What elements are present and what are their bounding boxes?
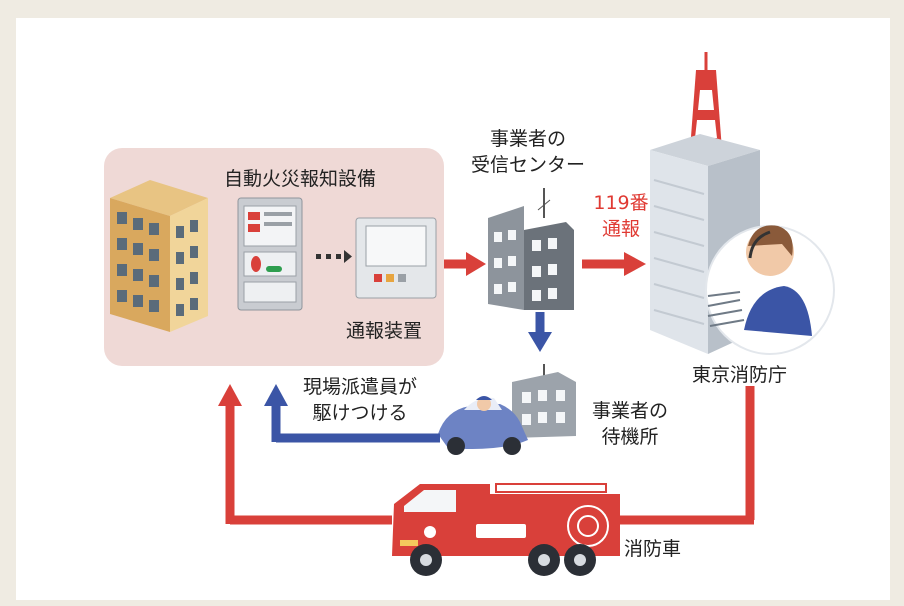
label-notification-device: 通報装置 (346, 320, 423, 342)
building-icon (110, 180, 208, 332)
patrol-car-icon (438, 396, 528, 455)
arrow-center-to-standby (528, 312, 552, 352)
arrow-staff-to-zone (264, 384, 440, 443)
label-operator-center: 事業者の 受信センター (468, 126, 588, 178)
operator-center-building-icon (488, 188, 574, 310)
label-operator-standby-line2: 待機所 (601, 426, 659, 448)
fire-truck-icon (392, 483, 620, 576)
fire-department-tower-icon (650, 52, 835, 355)
arrow-fire-truck-return (218, 384, 755, 525)
fire-alarm-panel-icon (237, 197, 303, 311)
label-tokyo-fire-dept: 東京消防庁 (692, 364, 788, 386)
label-operator-center-line1: 事業者の (489, 128, 566, 150)
dotted-arrow (316, 250, 352, 263)
label-119-call-line2: 通報 (601, 218, 640, 240)
label-field-staff-line1: 現場派遣員が (302, 376, 417, 398)
label-alarm-equipment: 自動火災報知設備 (224, 168, 377, 190)
arrow-center-to-fire-dept (582, 252, 646, 276)
arrow-zone-to-center (444, 252, 486, 276)
label-operator-standby-line1: 事業者の (591, 400, 668, 422)
notification-device-icon (355, 217, 437, 299)
label-field-staff-line2: 駆けつける (312, 402, 408, 424)
label-fire-truck: 消防車 (624, 538, 682, 560)
label-119-call: 119番 通報 (592, 190, 650, 242)
label-119-call-line1: 119番 (593, 192, 649, 214)
label-operator-standby: 事業者の 待機所 (584, 398, 676, 450)
label-operator-center-line2: 受信センター (470, 154, 585, 176)
standby-building-icon (512, 364, 576, 438)
label-field-staff: 現場派遣員が 駆けつける (296, 374, 424, 426)
